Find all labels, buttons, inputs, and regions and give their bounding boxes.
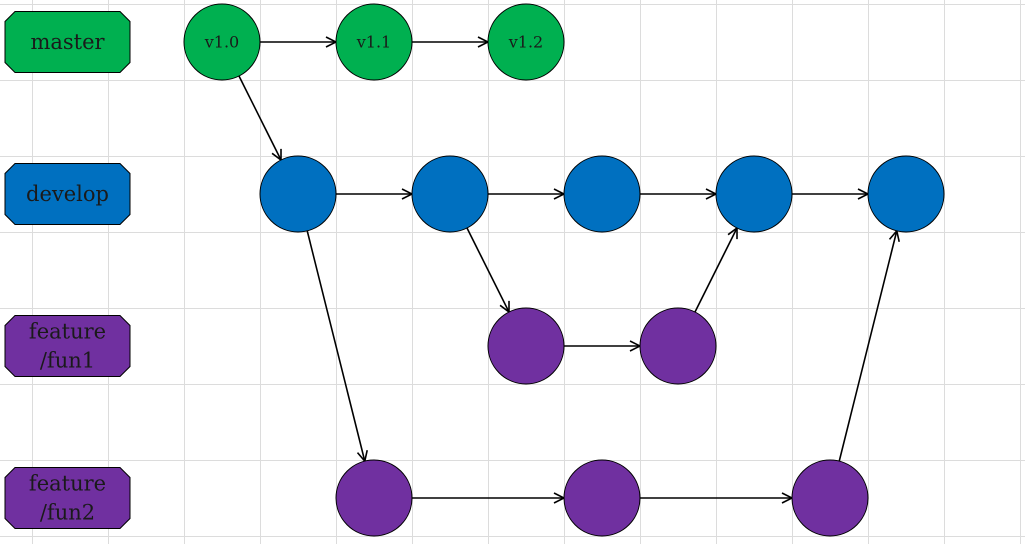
branch-label-shape <box>4 11 131 73</box>
commit-node-m1: v1.0 <box>183 3 261 81</box>
commit-circle <box>335 3 413 81</box>
commit-label: v1.2 <box>508 33 543 52</box>
branch-label-text: feature <box>29 472 106 496</box>
edge-f1b-to-d4 <box>694 228 737 313</box>
commit-circle <box>259 155 337 233</box>
commit-node-d3 <box>563 155 641 233</box>
commit-node-d4 <box>715 155 793 233</box>
edge-m1-to-d1 <box>238 75 281 160</box>
commit-node-m2: v1.1 <box>335 3 413 81</box>
commit-node-f2a <box>335 459 413 537</box>
commit-circle <box>563 459 641 537</box>
commit-circle <box>639 307 717 385</box>
edge-d1-to-f2a <box>306 230 365 461</box>
commit-circle <box>867 155 945 233</box>
branch-label-shape <box>4 467 131 529</box>
commit-circle <box>487 3 565 81</box>
commit-node-d5 <box>867 155 945 233</box>
commit-node-d2 <box>411 155 489 233</box>
branch-label-shape <box>4 315 131 377</box>
commit-nodes: v1.0 v1.1 v1.2 <box>183 3 945 537</box>
commit-circle <box>563 155 641 233</box>
branch-label-text: develop <box>26 182 109 206</box>
commit-node-f1b <box>639 307 717 385</box>
commit-edges <box>238 42 897 498</box>
commit-node-m3: v1.2 <box>487 3 565 81</box>
commit-circle <box>183 3 261 81</box>
branch-label-text: /fun2 <box>40 501 95 525</box>
branch-label-text: /fun1 <box>40 349 95 373</box>
commit-label: v1.0 <box>204 33 239 52</box>
branch-label-text: feature <box>29 320 106 344</box>
branch-label-develop: develop <box>4 163 131 225</box>
edge-d2-to-f1a <box>466 227 509 312</box>
commit-circle <box>335 459 413 537</box>
branch-label-text: master <box>30 30 105 54</box>
branch-label-feature-fun2: feature/fun2 <box>4 467 131 529</box>
edge-f2c-to-d5 <box>838 231 897 462</box>
commit-node-d1 <box>259 155 337 233</box>
commit-node-f1a <box>487 307 565 385</box>
commit-circle <box>487 307 565 385</box>
branch-label-master: master <box>4 11 131 73</box>
commit-node-f2b <box>563 459 641 537</box>
commit-circle <box>411 155 489 233</box>
commit-circle <box>791 459 869 537</box>
branch-label-shape <box>4 163 131 225</box>
commit-node-f2c <box>791 459 869 537</box>
commit-circle <box>715 155 793 233</box>
branch-label-feature-fun1: feature/fun1 <box>4 315 131 377</box>
commit-label: v1.1 <box>356 33 391 52</box>
